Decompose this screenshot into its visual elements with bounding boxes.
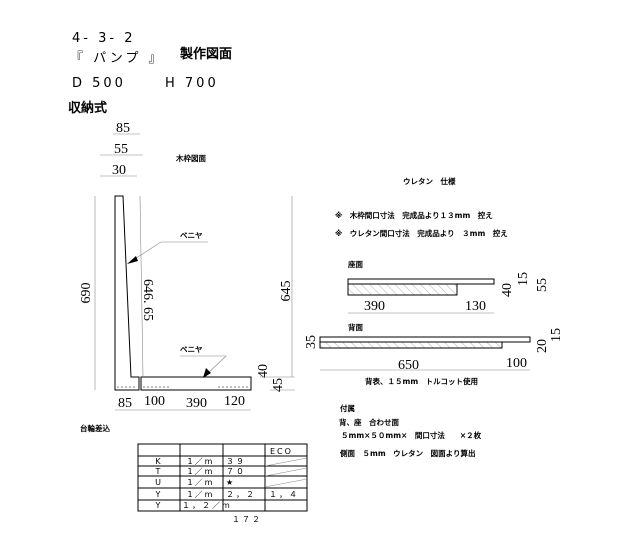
base-table: ECO <box>137 443 308 512</box>
accessories-line-3: 側面 ５mm ウレタン 図面より算出 <box>339 448 475 458</box>
back-dim-650: 650 <box>398 358 419 373</box>
urethane-title: ウレタン 仕様 <box>403 176 456 186</box>
table-header-eco: ECO <box>270 447 293 456</box>
seat-dim-15: 15 <box>516 272 531 286</box>
dim-bottom-120: 120 <box>224 394 245 409</box>
drawing-code: 4- 3- 2 <box>72 31 135 46</box>
table-cell: Y <box>155 490 163 499</box>
dim-45: 45 <box>271 378 286 392</box>
dim-85: 85 <box>116 121 130 136</box>
back-drawing: 背面 35 650 100 20 15 背表、１５mm トルコット使用 <box>304 322 564 386</box>
veneer-seat-label: ベニヤ <box>180 345 203 354</box>
seat-dim-130: 130 <box>465 299 486 314</box>
dim-40: 40 <box>256 364 271 378</box>
wood-frame-title: 木枠図面 <box>175 153 206 163</box>
wood-frame-drawing: 690 646. 65 645 ベニヤ ベニヤ 40 45 85 100 390… <box>79 195 295 411</box>
dim-645: 645 <box>279 281 294 302</box>
table-cell: Y <box>155 501 163 510</box>
doc-type: 製作図面 <box>179 46 232 62</box>
height-spec: H 700 <box>165 76 219 91</box>
arrow-icon <box>127 256 138 264</box>
table-cell: ★ <box>226 478 235 487</box>
accessories-line-2: ５mm×５０mm× 間口寸法 ×２枚 <box>341 430 482 440</box>
back-note: 背表、１５mm トルコット使用 <box>365 376 478 386</box>
dim-bottom-85: 85 <box>118 396 132 411</box>
table-cell: K <box>155 457 162 466</box>
seat-dim-40: 40 <box>500 283 515 297</box>
dim-30: 30 <box>112 163 126 178</box>
table-cell: ２，２ <box>226 490 256 499</box>
table-cell: 1／m <box>188 478 215 487</box>
depth-spec: D 500 <box>72 76 126 91</box>
dim-55: 55 <box>114 142 128 157</box>
arrow-icon <box>203 368 211 378</box>
seat-drawing: 座面 390 130 40 15 55 <box>347 259 550 314</box>
table-cell: T <box>155 467 163 476</box>
seat-dim-55: 55 <box>535 278 550 292</box>
accessories-line-1: 背、座 合わせ面 <box>339 417 399 427</box>
back-dim-15: 15 <box>549 328 564 342</box>
table-cell: １，４ <box>269 490 299 499</box>
veneer-back-label: ベニヤ <box>180 231 203 240</box>
urethane-note-1: ※ 木枠間口寸法 完成品より１３mm 控え <box>335 210 493 220</box>
dim-646-65: 646. 65 <box>140 279 155 321</box>
table-cell: 1／m <box>188 457 215 466</box>
urethane-note-2: ※ ウレタン間口寸法 完成品より ３mm 控え <box>335 228 508 238</box>
table-cell: U <box>155 478 163 487</box>
table-cell: 1／m <box>188 490 215 499</box>
table-cell: ７０ <box>226 467 246 476</box>
back-dim-35: 35 <box>304 335 319 349</box>
table-cell: １，２／m <box>182 501 232 510</box>
base-title: 台輪差込 <box>80 423 110 433</box>
accessories-title: 付属 <box>340 403 355 413</box>
back-dim-100: 100 <box>506 356 527 371</box>
product-name: 『 パンプ 』 <box>70 51 165 66</box>
style-label: 収納式 <box>68 100 107 116</box>
table-total: １７２ <box>232 515 262 524</box>
dim-bottom-390: 390 <box>186 396 207 411</box>
dim-690: 690 <box>79 283 94 304</box>
top-dimensions: 85 55 30 <box>100 121 143 178</box>
back-label: 背面 <box>348 322 363 332</box>
table-cell: ３９ <box>226 457 246 466</box>
seat-label: 座面 <box>347 259 363 269</box>
seat-dim-390: 390 <box>364 299 385 314</box>
back-dim-20: 20 <box>535 339 550 353</box>
dim-bottom-100: 100 <box>144 394 165 409</box>
table-cell: 1／m <box>188 467 215 476</box>
